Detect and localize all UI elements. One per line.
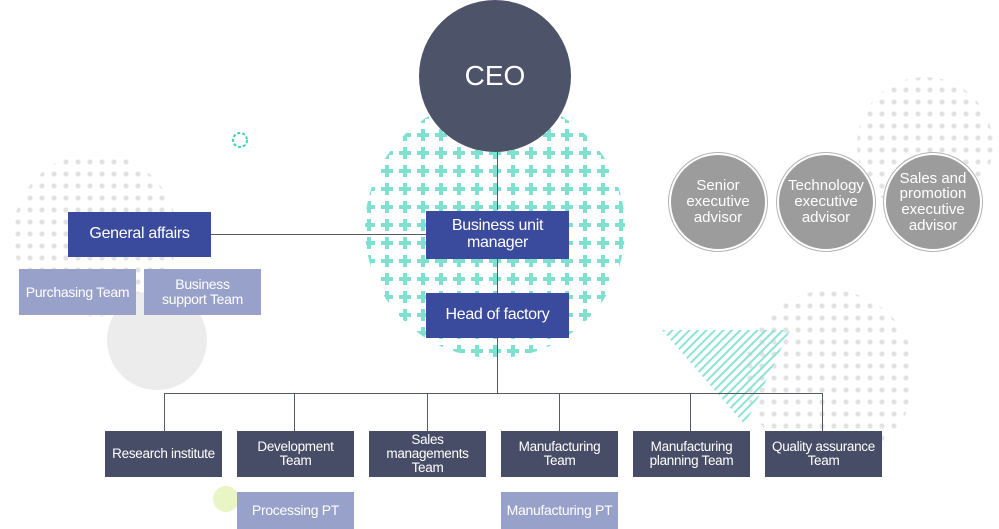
advisor-senior: Senior executive advisor (669, 153, 767, 251)
team-sales-managements: Sales managements Team (369, 431, 486, 477)
team-manufacturing: Manufacturing Team (501, 431, 618, 477)
team-research-institute: Research institute (105, 431, 222, 477)
processing-pt-box: Processing PT (237, 492, 354, 529)
grey-circle-left (107, 290, 207, 390)
connector-team-2 (294, 393, 295, 431)
business-unit-manager-box: Business unit manager (426, 211, 569, 259)
connector-general-affairs (211, 234, 427, 235)
team-quality-assurance: Quality assurance Team (765, 431, 882, 477)
connector-team-5 (690, 393, 691, 431)
business-support-team-box: Business support Team (144, 269, 261, 315)
ceo-node: CEO (419, 0, 571, 152)
general-affairs-box: General affairs (68, 212, 211, 257)
manufacturing-pt-box: Manufacturing PT (501, 492, 618, 529)
connector-team-6 (822, 393, 823, 431)
purchasing-team-box: Purchasing Team (19, 269, 136, 315)
connector-team-1 (164, 393, 165, 431)
connector-team-4 (559, 393, 560, 431)
connector-factory-to-teams (497, 338, 498, 394)
teal-dashed-ring (232, 132, 248, 148)
head-of-factory-box: Head of factory (426, 293, 569, 338)
connector-ceo-to-bum (497, 150, 498, 210)
team-development: Development Team (237, 431, 354, 477)
team-manufacturing-planning: Manufacturing planning Team (633, 431, 750, 477)
yellow-dot (213, 486, 239, 512)
connector-team-3 (427, 393, 428, 431)
advisor-technology: Technology executive advisor (777, 153, 875, 251)
connector-bum-to-factory (497, 258, 498, 294)
advisor-sales-promotion: Sales and promotion executive advisor (884, 153, 982, 251)
connector-teams-horizontal (164, 393, 823, 394)
hatched-triangle (662, 330, 790, 425)
